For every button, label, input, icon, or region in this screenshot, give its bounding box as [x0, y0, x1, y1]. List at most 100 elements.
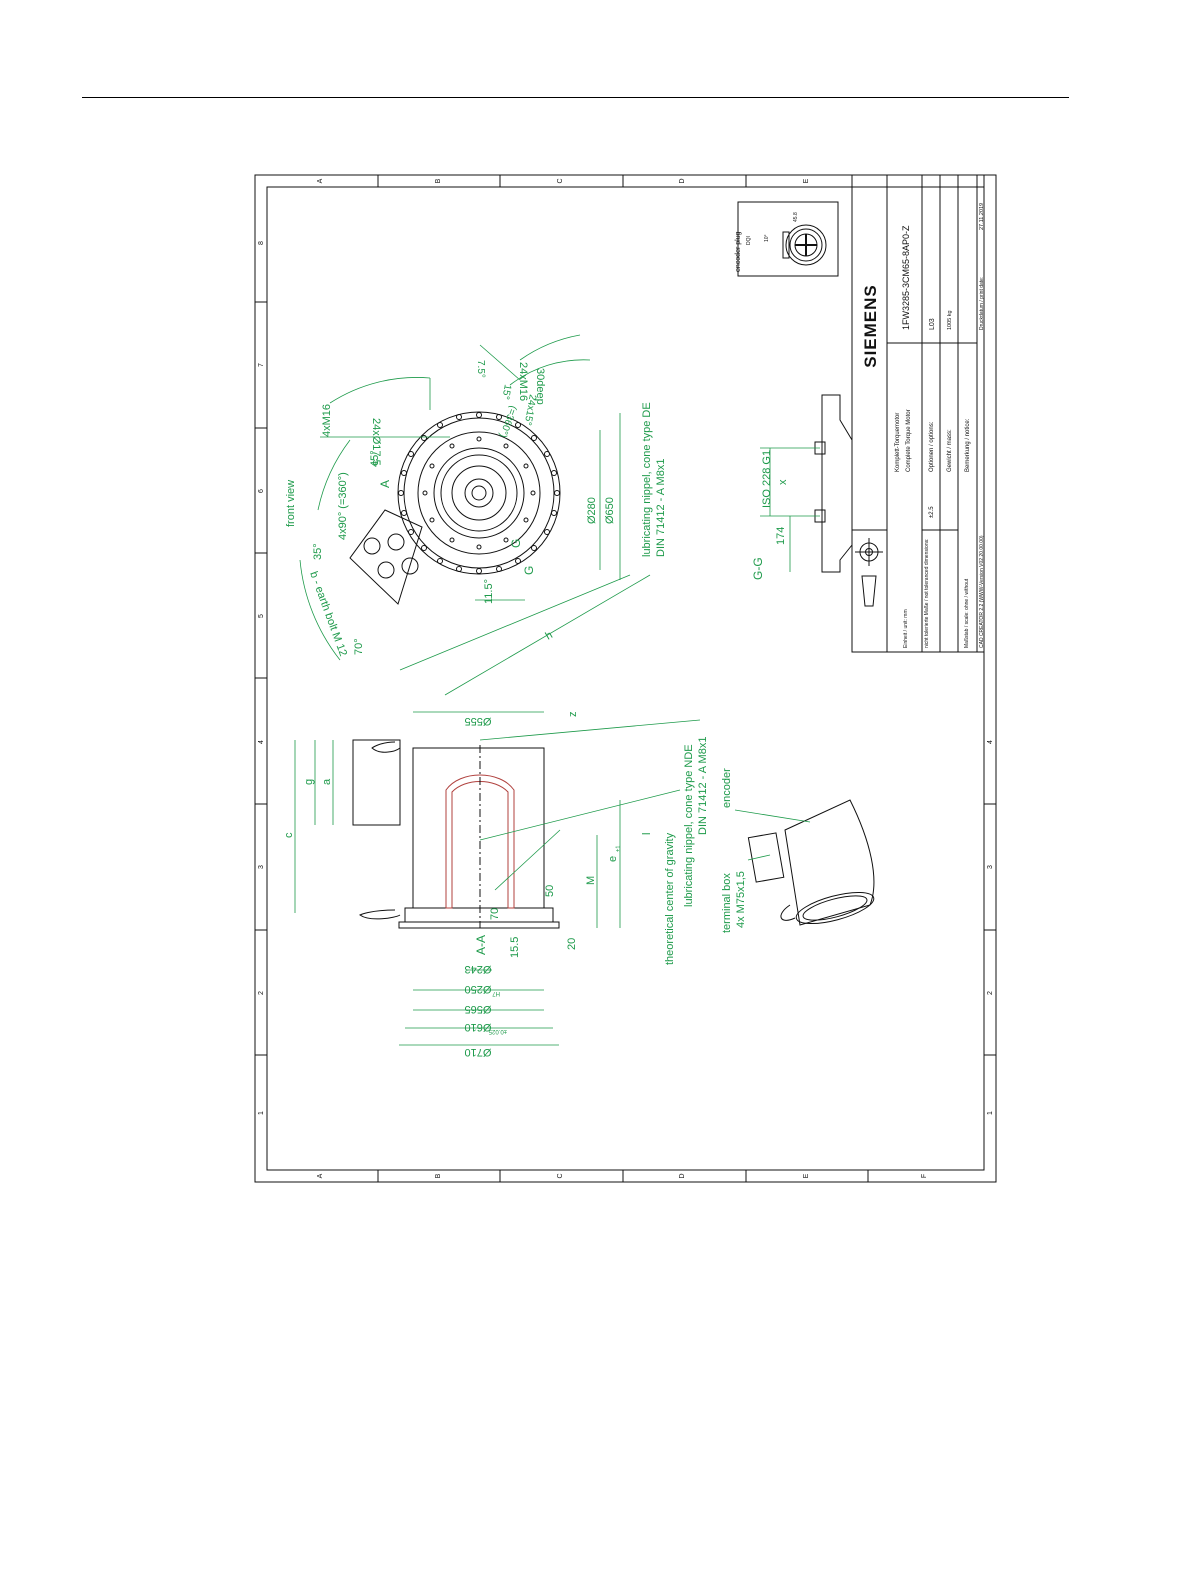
side-view-drawing: [352, 739, 560, 929]
zone-letter-bottom: E: [803, 1173, 810, 1178]
encoder-plug-connector-icon: [782, 224, 827, 266]
unit-label: Einheit / unit: mm: [903, 609, 909, 648]
dim-z: z: [567, 712, 579, 718]
zone-letter-bottom: C: [557, 1173, 564, 1178]
dim-555: Ø555: [465, 715, 492, 727]
lub-nde-line2: DIN 71412 - A M8x1: [697, 737, 709, 835]
dim-50: 50: [544, 885, 556, 897]
dim-710: Ø710: [465, 1046, 492, 1058]
software-label: CAD CREATOR 2.2 (WWW-Version V02.20.00.0…: [979, 535, 985, 648]
zone-number-right: 1: [987, 1111, 994, 1115]
dim-g: g: [303, 779, 315, 785]
section-gg-dim-174: 174: [775, 527, 787, 545]
dim-70deg: 70°: [353, 638, 365, 655]
weight-label: Gewicht / mass:: [947, 429, 953, 472]
encoder-plug-angle: 45.8: [793, 212, 799, 222]
section-gg-dimension-lines: [760, 447, 820, 572]
zone-number-left: 3: [258, 865, 265, 869]
siemens-logo: SIEMENS: [861, 284, 880, 368]
options-value: L03: [929, 318, 936, 330]
title-block: [851, 174, 985, 653]
dim-610-tolerance: ±0.025: [488, 1028, 507, 1034]
section-gg-drawing: [814, 394, 853, 573]
dim-70: 70: [489, 908, 501, 920]
scale-label: Maßstab / scale: ohne / without: [964, 578, 970, 648]
dim-610: Ø610: [465, 1021, 492, 1033]
front-view-bolt-holes: [398, 412, 560, 574]
dim-35deg: 35°: [312, 543, 324, 560]
side-view-dimension-lines: [294, 711, 701, 1046]
dim-650: Ø650: [604, 497, 616, 524]
zone-letter-bottom: D: [679, 1173, 686, 1178]
dim-e-tolerance: ±1: [616, 845, 622, 852]
tolerance-label-text: nicht tolerierte Maße / not toleranced d…: [924, 539, 930, 649]
zone-number-left: 2: [258, 991, 265, 995]
front-view-dimension-lines: [299, 334, 651, 696]
zone-letter-top: B: [435, 178, 442, 183]
dim-243: Ø243: [465, 963, 492, 975]
dim-15deg: 15°: [499, 383, 512, 400]
print-date-label: Druckdatum / print date:: [979, 277, 985, 330]
notice-label: Bemerkung / notice:: [965, 418, 971, 472]
tolerance-label: nicht tolerierte Maße / not toleranced d…: [924, 539, 930, 649]
zone-number-left: 5: [258, 614, 265, 618]
zone-number-right: 4: [987, 740, 994, 744]
dim-7-5deg: 7.5°: [475, 360, 486, 378]
section-gg-iso-thread: ISO 228 G1: [761, 450, 773, 508]
dim-565: Ø565: [465, 1003, 492, 1015]
section-marker-g: G: [509, 539, 523, 548]
zone-letter-bottom: A: [317, 1173, 324, 1178]
zone-number-right: 2: [987, 991, 994, 995]
dim-a: a: [321, 778, 333, 785]
dim-24xM16: 24xM16: [517, 362, 529, 401]
dim-4x90: 4x90° (=360°): [337, 472, 349, 540]
zone-number-right: 3: [987, 865, 994, 869]
projection-symbol: [855, 538, 883, 607]
zone-letter-top: A: [317, 178, 324, 183]
dim-250: Ø250: [465, 983, 492, 995]
zone-letter-top: D: [679, 178, 686, 183]
center-of-gravity-label: theoretical center of gravity: [664, 832, 676, 965]
dim-45deg: 45°: [369, 450, 381, 467]
dim-15-5: 15.5: [509, 937, 521, 958]
encoder-plug-sub: DQI: [746, 236, 752, 245]
dim-11-5deg: 11.5°: [483, 579, 495, 604]
zone-number-left: 1: [258, 1111, 265, 1115]
dim-24x15: 24x15°: [522, 393, 538, 426]
dim-l: l: [641, 833, 653, 835]
zone-ruler-top: [377, 175, 747, 187]
dim-30deep: 30deep: [534, 368, 546, 405]
section-gg-dim-x: x: [777, 479, 789, 485]
zone-number-left: 8: [258, 241, 265, 245]
options-label: Optionen / options:: [929, 421, 935, 472]
dim-M: M: [585, 876, 597, 885]
product-name-en: Complete Torque Motor: [906, 409, 912, 472]
lub-de-line2: DIN 71412 - A M8x1: [655, 459, 667, 557]
zone-letter-top: C: [557, 178, 564, 183]
encoder-plug-detail-box: [737, 201, 839, 277]
zone-letter-top: E: [803, 178, 810, 183]
sheet-outer-border: [254, 174, 997, 1183]
dim-h: h: [544, 629, 555, 642]
zone-ruler-right: [984, 803, 996, 1056]
iso-view-leader-lines: [734, 809, 811, 861]
terminal-box-label: terminal box: [721, 873, 733, 933]
zone-number-left: 6: [258, 489, 265, 493]
front-view-title: front view: [285, 480, 297, 527]
dim-280: Ø280: [586, 497, 598, 524]
product-name-de: Komplett-Torquemotor: [895, 413, 901, 472]
section-gg-title: G-G: [751, 557, 765, 580]
lub-nde-line1: lubricating nippel, cone type NDE: [683, 744, 695, 907]
zone-number-left: 4: [258, 740, 265, 744]
tolerance-value: ±2.5: [929, 506, 935, 518]
zone-ruler-bottom: [377, 1170, 869, 1182]
dim-e: e: [607, 856, 619, 862]
page-header-rule: [82, 97, 1069, 98]
section-marker-g: G: [522, 566, 536, 575]
dim-250-tolerance: H7: [492, 990, 500, 996]
earth-bolt-label: b - earth bolt M 12: [307, 570, 349, 658]
weight-value: 1005 kg: [947, 310, 953, 330]
dim-20: 20: [566, 938, 578, 950]
terminal-box-thread: 4x M75x1,5: [735, 871, 747, 928]
